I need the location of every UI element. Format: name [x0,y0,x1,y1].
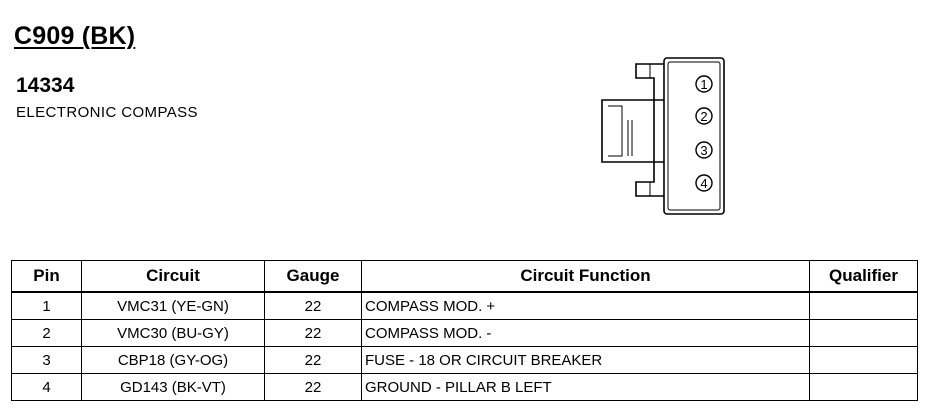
cell-gauge: 22 [264,373,362,401]
cell-circuit: VMC31 (YE-GN) [81,291,265,320]
cell-pin: 1 [11,291,82,320]
table-row: 1 VMC31 (YE-GN) 22 COMPASS MOD. + [11,291,918,320]
header-circuit: Circuit [81,260,265,293]
cell-qualifier [809,319,918,347]
table-header-row: Pin Circuit Gauge Circuit Function Quali… [11,260,918,293]
pin-label-3: 3 [700,143,707,158]
component-name: ELECTRONIC COMPASS [16,104,198,121]
cell-function: GROUND - PILLAR B LEFT [361,373,810,401]
cell-gauge: 22 [264,291,362,320]
header-qualifier: Qualifier [809,260,918,293]
cell-circuit: CBP18 (GY-OG) [81,346,265,374]
header-gauge: Gauge [264,260,362,293]
cell-pin: 2 [11,319,82,347]
cell-function: COMPASS MOD. - [361,319,810,347]
pin-circle-3 [695,141,713,159]
connector-face-diagram: 1 2 3 4 [601,57,725,215]
bottom-latch [635,161,664,197]
pin-table: Pin Circuit Gauge Circuit Function Quali… [11,260,918,401]
part-number: 14334 [16,74,75,97]
connector-title: C909 (BK) [14,22,136,50]
header-circuit-function: Circuit Function [361,260,810,293]
cell-qualifier [809,373,918,401]
top-latch [635,63,664,101]
pin-label-1: 1 [700,77,707,92]
cell-pin: 3 [11,346,82,374]
pin-label-4: 4 [700,176,707,191]
pin-circle-2 [695,107,713,125]
pin-label-2: 2 [700,109,707,124]
cell-qualifier [809,291,918,320]
cell-gauge: 22 [264,346,362,374]
cell-qualifier [809,346,918,374]
cell-function: COMPASS MOD. + [361,291,810,320]
cell-pin: 4 [11,373,82,401]
table-row: 3 CBP18 (GY-OG) 22 FUSE - 18 OR CIRCUIT … [11,346,918,374]
connector-housing-inner [667,61,721,211]
side-body [601,99,654,163]
cell-circuit: GD143 (BK-VT) [81,373,265,401]
table-row: 2 VMC30 (BU-GY) 22 COMPASS MOD. - [11,319,918,347]
cell-circuit: VMC30 (BU-GY) [81,319,265,347]
pin-circle-4 [695,174,713,192]
table-row: 4 GD143 (BK-VT) 22 GROUND - PILLAR B LEF… [11,373,918,401]
cell-gauge: 22 [264,319,362,347]
pin-circle-1 [695,75,713,93]
cell-function: FUSE - 18 OR CIRCUIT BREAKER [361,346,810,374]
connector-housing [663,57,725,215]
header-pin: Pin [11,260,82,293]
